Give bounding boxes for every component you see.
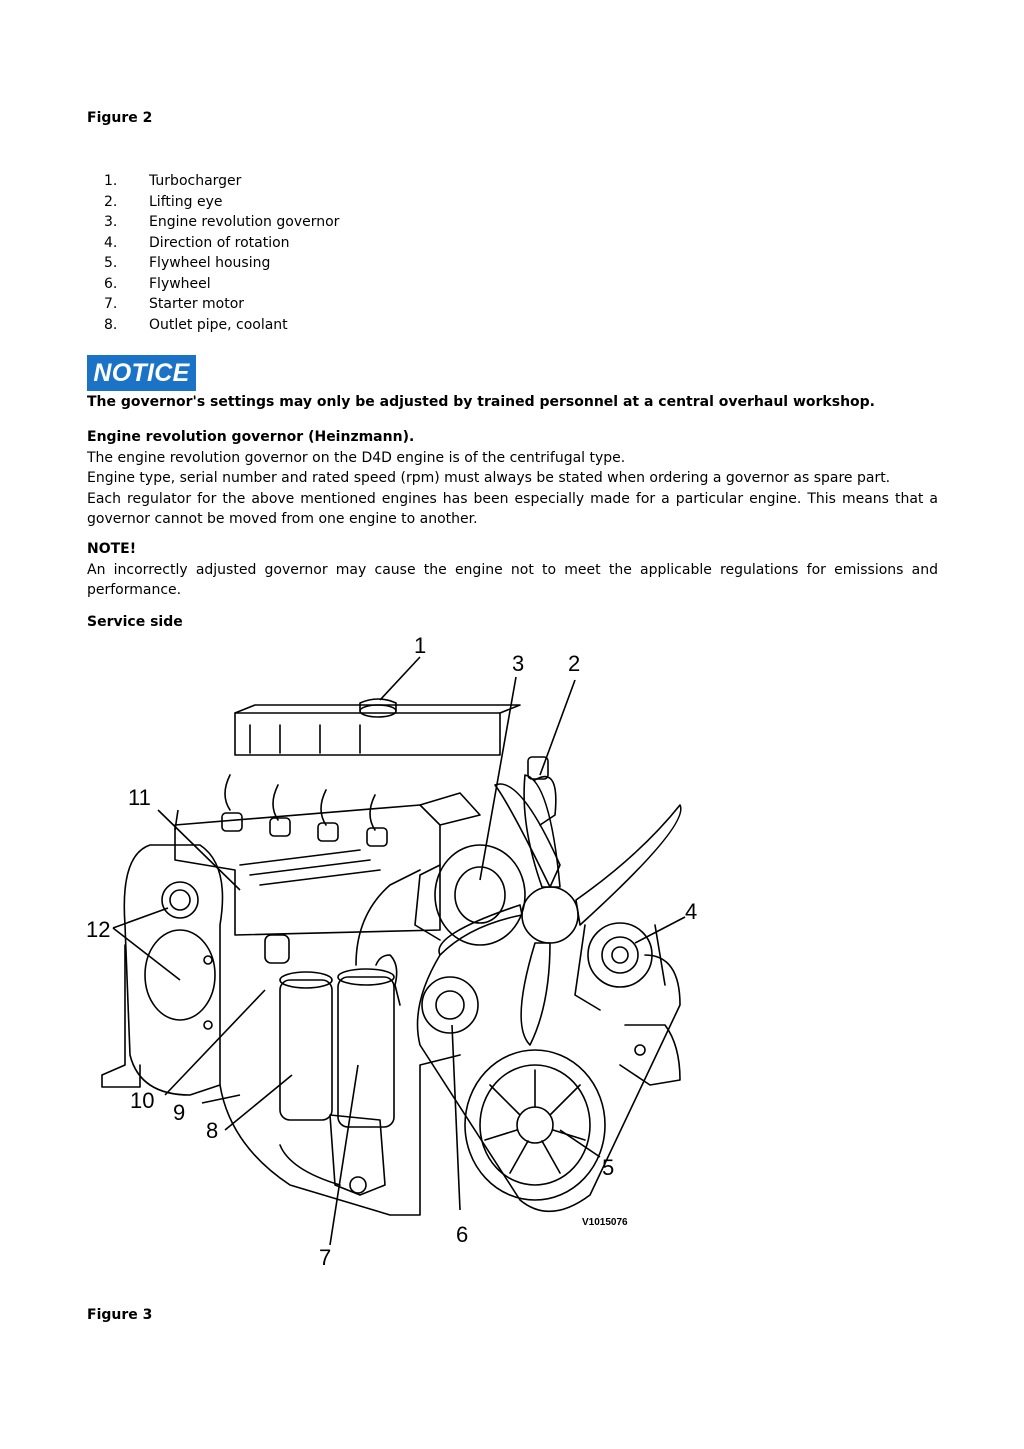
- legend-number: 4.: [104, 234, 118, 251]
- callout-7: 7: [319, 1245, 331, 1270]
- legend-label: Direction of rotation: [149, 234, 290, 251]
- legend-item: 6. Flywheel: [87, 274, 339, 295]
- figure-2-caption: Figure 2: [87, 110, 153, 126]
- callout-10: 10: [130, 1088, 154, 1113]
- legend-number: 7.: [104, 296, 118, 312]
- legend-number: 5.: [104, 255, 118, 271]
- legend-item: 1. Turbocharger: [87, 171, 339, 192]
- figure-3-title: Service side: [87, 614, 183, 630]
- engine-drawing: [101, 698, 682, 1216]
- callout-8: 8: [206, 1118, 218, 1143]
- notice-badge-label: NOTICE: [93, 358, 190, 387]
- note-section: NOTE! An incorrectly adjusted governor m…: [87, 539, 938, 601]
- callout-2: 2: [568, 651, 580, 676]
- governor-heading: Engine revolution governor (Heinzmann).: [87, 429, 415, 445]
- callout-11: 11: [128, 785, 151, 810]
- image-code: V1015076: [582, 1217, 628, 1228]
- governor-paragraph-3: Each regulator for the above mentioned e…: [87, 490, 938, 528]
- engine-diagram: 1 2 3 4 5 6 7 8 9 10 11 12 V1015076: [86, 633, 697, 1270]
- notice-badge: NOTICE: [87, 355, 196, 391]
- governor-paragraph-2: Engine type, serial number and rated spe…: [87, 470, 891, 486]
- legend-label: Lifting eye: [149, 193, 223, 210]
- legend-item: 4. Direction of rotation: [87, 233, 339, 254]
- callout-6: 6: [456, 1222, 468, 1247]
- legend-item: 7. Starter motor: [87, 294, 339, 315]
- callout-4: 4: [685, 899, 697, 924]
- legend-number: 1.: [104, 173, 118, 189]
- governor-paragraph-1: The engine revolution governor on the D4…: [87, 449, 626, 466]
- governor-section: Engine revolution governor (Heinzmann). …: [87, 427, 938, 530]
- legend-number: 3.: [104, 214, 118, 230]
- callout-9: 9: [173, 1100, 185, 1125]
- legend-number: 6.: [104, 275, 118, 292]
- legend-number: 8.: [104, 316, 118, 333]
- callout-1: 1: [414, 633, 426, 658]
- callout-leaders: [112, 656, 686, 1246]
- parts-legend: 1. Turbocharger 2. Lifting eye 3. Engine re…: [87, 171, 339, 335]
- legend-label: Turbocharger: [149, 173, 242, 189]
- note-text: An incorrectly adjusted governor may cau…: [87, 561, 938, 599]
- notice-text: The governor's settings may only be adju…: [87, 394, 875, 410]
- legend-label: Engine revolution governor: [149, 214, 340, 230]
- legend-label: Flywheel housing: [149, 255, 271, 271]
- legend-item: 3. Engine revolution governor: [87, 212, 339, 233]
- callout-12: 12: [86, 917, 110, 942]
- legend-label: Flywheel: [149, 275, 211, 292]
- legend-item: 5. Flywheel housing: [87, 253, 339, 274]
- callout-3: 3: [512, 651, 524, 676]
- legend-label: Starter motor: [149, 296, 245, 312]
- note-heading: NOTE!: [87, 541, 137, 557]
- figure-3-caption: Figure 3: [87, 1307, 153, 1323]
- legend-number: 2.: [104, 193, 118, 210]
- legend-item: 8. Outlet pipe, coolant: [87, 315, 339, 336]
- callout-5: 5: [602, 1155, 614, 1180]
- legend-item: 2. Lifting eye: [87, 192, 339, 213]
- legend-label: Outlet pipe, coolant: [149, 316, 288, 333]
